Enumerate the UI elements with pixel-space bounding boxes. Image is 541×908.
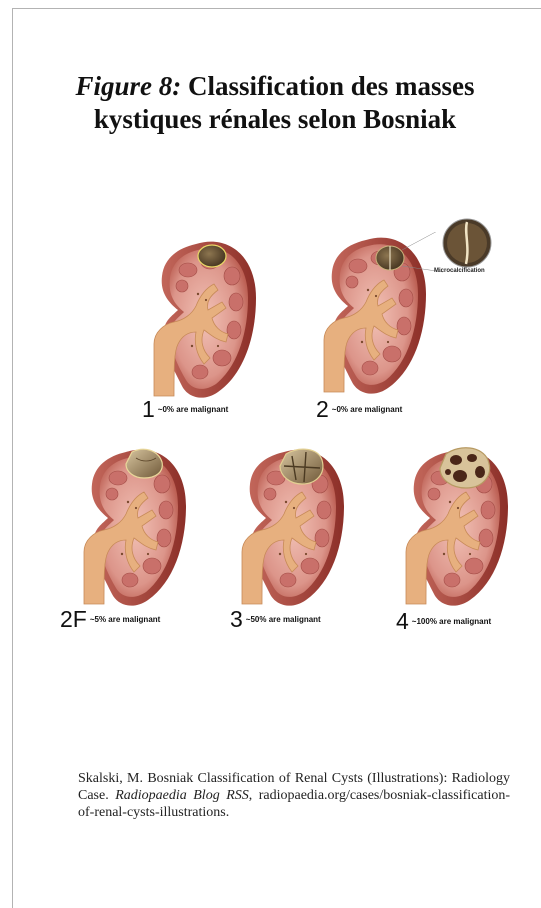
citation-journal: Radiopaedia Blog RSS — [115, 788, 249, 803]
microcalcification-zoom — [440, 216, 494, 270]
figure-label: Figure 8: — [75, 71, 181, 101]
kidney-illustration-2 — [318, 232, 448, 404]
kidney-illustration-2f — [78, 444, 190, 614]
kidney-illustration-4 — [400, 444, 512, 614]
grade-1-text: ~0% are malignant — [158, 405, 228, 414]
grade-2f-text: ~5% are malignant — [90, 615, 160, 624]
figure-title: Figure 8: Classification des masses kyst… — [30, 70, 520, 136]
grade-3-text: ~50% are malignant — [246, 615, 321, 624]
grade-1-number: 1 — [142, 396, 155, 422]
kidney-illustration-1 — [148, 236, 260, 406]
kidney-illustration-3 — [236, 444, 348, 614]
grade-2f-label: 2F~5% are malignant — [60, 606, 160, 633]
grade-2f-number: 2F — [60, 606, 87, 632]
grade-4-label: 4~100% are malignant — [396, 608, 491, 635]
microcalcification-label: Microcalcification — [434, 268, 485, 274]
grade-2-number: 2 — [316, 396, 329, 422]
grade-3-number: 3 — [230, 606, 243, 632]
simple-cyst — [198, 245, 226, 267]
grade-4-text: ~100% are malignant — [412, 617, 491, 626]
grade-1-label: 1~0% are malignant — [142, 396, 228, 423]
grade-3-label: 3~50% are malignant — [230, 606, 321, 633]
grade-2-label: 2~0% are malignant — [316, 396, 402, 423]
figure-citation: Skalski, M. Bosniak Classification of Re… — [78, 770, 510, 821]
grade-4-number: 4 — [396, 608, 409, 634]
grade-2-text: ~0% are malignant — [332, 405, 402, 414]
